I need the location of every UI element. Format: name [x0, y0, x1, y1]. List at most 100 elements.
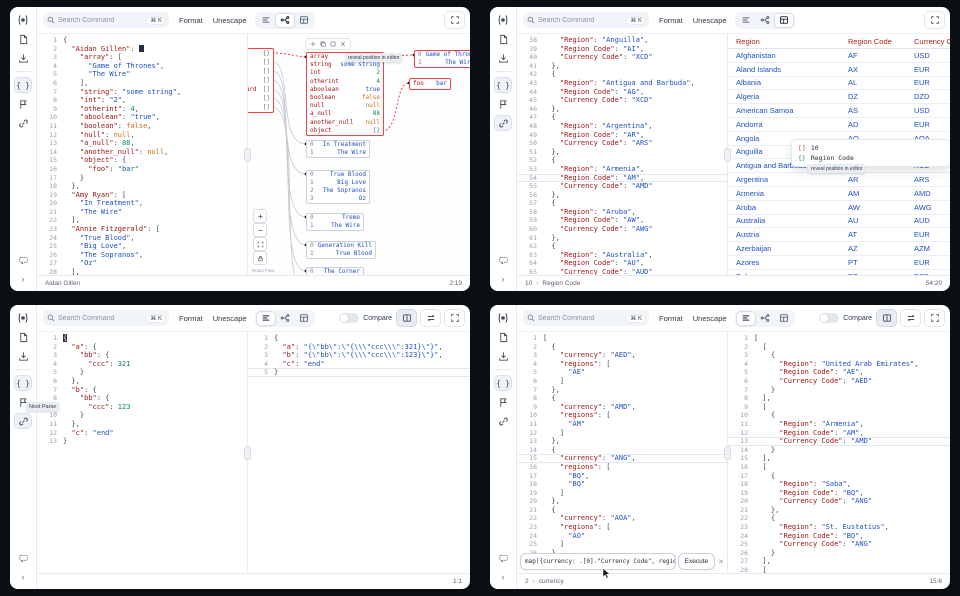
split-view-button[interactable]: [877, 310, 896, 326]
editor-line[interactable]: 4 "ccc": 321: [37, 360, 247, 369]
json-editor[interactable]: 1[2 {3 "currency": "AED",4 "regions": [5…: [517, 332, 727, 573]
editor-line[interactable]: 6 },: [37, 377, 247, 386]
lock-button[interactable]: [254, 252, 266, 264]
editor-line[interactable]: 47 {: [517, 113, 727, 122]
editor-line[interactable]: 14 }: [728, 446, 950, 455]
graph-view-toggle[interactable]: [756, 312, 774, 325]
app-logo-icon[interactable]: [15, 13, 31, 27]
editor-line[interactable]: 49 "Region Code": "AR",: [517, 131, 727, 140]
editor-line[interactable]: 12 "null": null,: [37, 131, 247, 140]
format-braces-icon[interactable]: { }: [495, 78, 511, 92]
editor-line[interactable]: 5}: [248, 368, 470, 377]
editor-line[interactable]: 24 "AO": [517, 532, 727, 541]
editor-line[interactable]: 13 },: [517, 437, 727, 446]
graph-view-toggle[interactable]: [276, 312, 294, 325]
editor-line[interactable]: 54 "Region Code": "AM",: [517, 174, 727, 183]
list-view-toggle[interactable]: [257, 311, 275, 325]
editor-line[interactable]: 62 {: [517, 242, 727, 251]
editor-line[interactable]: 9 [: [728, 403, 950, 412]
app-logo-icon[interactable]: [495, 13, 511, 27]
search-command-box[interactable]: Search Command ⌘ K: [523, 12, 649, 28]
editor-line[interactable]: 57 {: [517, 199, 727, 208]
feedback-chat-icon[interactable]: [495, 253, 511, 267]
editor-line[interactable]: 45 "Currency Code": "XCD": [517, 96, 727, 105]
fit-view-button[interactable]: [254, 238, 266, 250]
split-view-button[interactable]: [397, 310, 416, 326]
editor-line[interactable]: 15 "object": {: [37, 156, 247, 165]
close-query-icon[interactable]: ✕: [718, 558, 724, 566]
breadcrumb-segment[interactable]: Region Code: [542, 280, 581, 287]
compare-toggle[interactable]: [819, 313, 840, 323]
execute-button[interactable]: Execute: [678, 554, 715, 569]
table-header-cell[interactable]: Region: [736, 36, 760, 46]
editor-line[interactable]: 59 "Region Code": "AW",: [517, 216, 727, 225]
nest-parse-link-icon[interactable]: [15, 116, 31, 130]
right-pane[interactable]: Aidan Gillen{}Amy Ryan[]Annie Fitzgerald…: [248, 34, 470, 275]
table-header-cell[interactable]: Currency Code: [914, 36, 950, 46]
editor-line[interactable]: 24 "Region Code": "BQ",: [728, 532, 950, 541]
graph-view-toggle[interactable]: [276, 13, 294, 27]
popup-row[interactable]: {}Region Code: [798, 153, 944, 163]
editor-line[interactable]: 18 },: [37, 182, 247, 191]
editor-line[interactable]: 23 "regions": [: [517, 523, 727, 532]
format-braces-icon[interactable]: { }: [495, 376, 511, 390]
import-icon[interactable]: [495, 349, 511, 363]
editor-line[interactable]: 42 {: [517, 70, 727, 79]
json-editor-right[interactable]: 1[2 [3 {4 "Region": "United Arab Emirate…: [728, 332, 950, 573]
unescape-button[interactable]: Unescape: [692, 15, 727, 25]
list-view-toggle[interactable]: [737, 311, 755, 325]
search-command-box[interactable]: Search Command ⌘ K: [43, 310, 169, 326]
editor-line[interactable]: 26 },: [517, 549, 727, 558]
close-icon[interactable]: [340, 41, 346, 47]
format-braces-icon[interactable]: { }: [15, 376, 31, 390]
editor-line[interactable]: 3 "b": "{\"bb\":\"{\\\"ccc\\\":123}\"}",: [248, 351, 470, 360]
right-pane[interactable]: 1{2 "a": "{\"bb\":\"{\\\"ccc\\\":321}\"}…: [248, 332, 470, 573]
zoom-out-button[interactable]: [254, 224, 266, 236]
editor-line[interactable]: 60 "Currency Code": "AWG": [517, 225, 727, 234]
pane-divider[interactable]: [725, 34, 730, 275]
fullscreen-button[interactable]: [925, 12, 944, 28]
editor-line[interactable]: 41 },: [517, 62, 727, 71]
editor-line[interactable]: 20 "Currency Code": "ANG": [728, 497, 950, 506]
feedback-chat-icon[interactable]: [15, 253, 31, 267]
editor-line[interactable]: 7 },: [517, 386, 727, 395]
query-input[interactable]: map({currency: .[0]."Currency Code", reg…: [521, 554, 675, 569]
nest-parse-link-icon[interactable]: [15, 414, 31, 428]
table-view-toggle[interactable]: [295, 312, 313, 325]
fullscreen-button[interactable]: [925, 310, 944, 326]
feedback-chat-icon[interactable]: [495, 551, 511, 565]
editor-line[interactable]: 4 "Region": "United Arab Emirates",: [728, 360, 950, 369]
editor-line[interactable]: 20 },: [517, 497, 727, 506]
editor-line[interactable]: 11 "AM": [517, 420, 727, 429]
right-pane[interactable]: 1[2 [3 {4 "Region": "United Arab Emirate…: [728, 332, 950, 573]
document-icon[interactable]: [495, 32, 511, 46]
editor-line[interactable]: 51 },: [517, 148, 727, 157]
fullscreen-button[interactable]: [445, 12, 464, 28]
editor-line[interactable]: 10 {: [728, 411, 950, 420]
editor-line[interactable]: 25 ]: [517, 540, 727, 549]
editor-line[interactable]: 22 "currency": "AOA",: [517, 514, 727, 523]
document-icon[interactable]: [495, 330, 511, 344]
popup-row[interactable]: []10: [798, 143, 944, 153]
list-view-toggle[interactable]: [737, 14, 755, 27]
editor-line[interactable]: 11 "Region": "Armenia",: [728, 420, 950, 429]
editor-line[interactable]: 28 ],: [37, 268, 247, 275]
editor-line[interactable]: 61 },: [517, 234, 727, 243]
editor-line[interactable]: 25 "Currency Code": "ANG": [728, 540, 950, 549]
editor-line[interactable]: 12 "c": "end": [37, 429, 247, 438]
editor-line[interactable]: 1{: [37, 36, 247, 45]
nest-parse-link-icon[interactable]: [495, 414, 511, 428]
pane-divider[interactable]: [245, 34, 250, 275]
